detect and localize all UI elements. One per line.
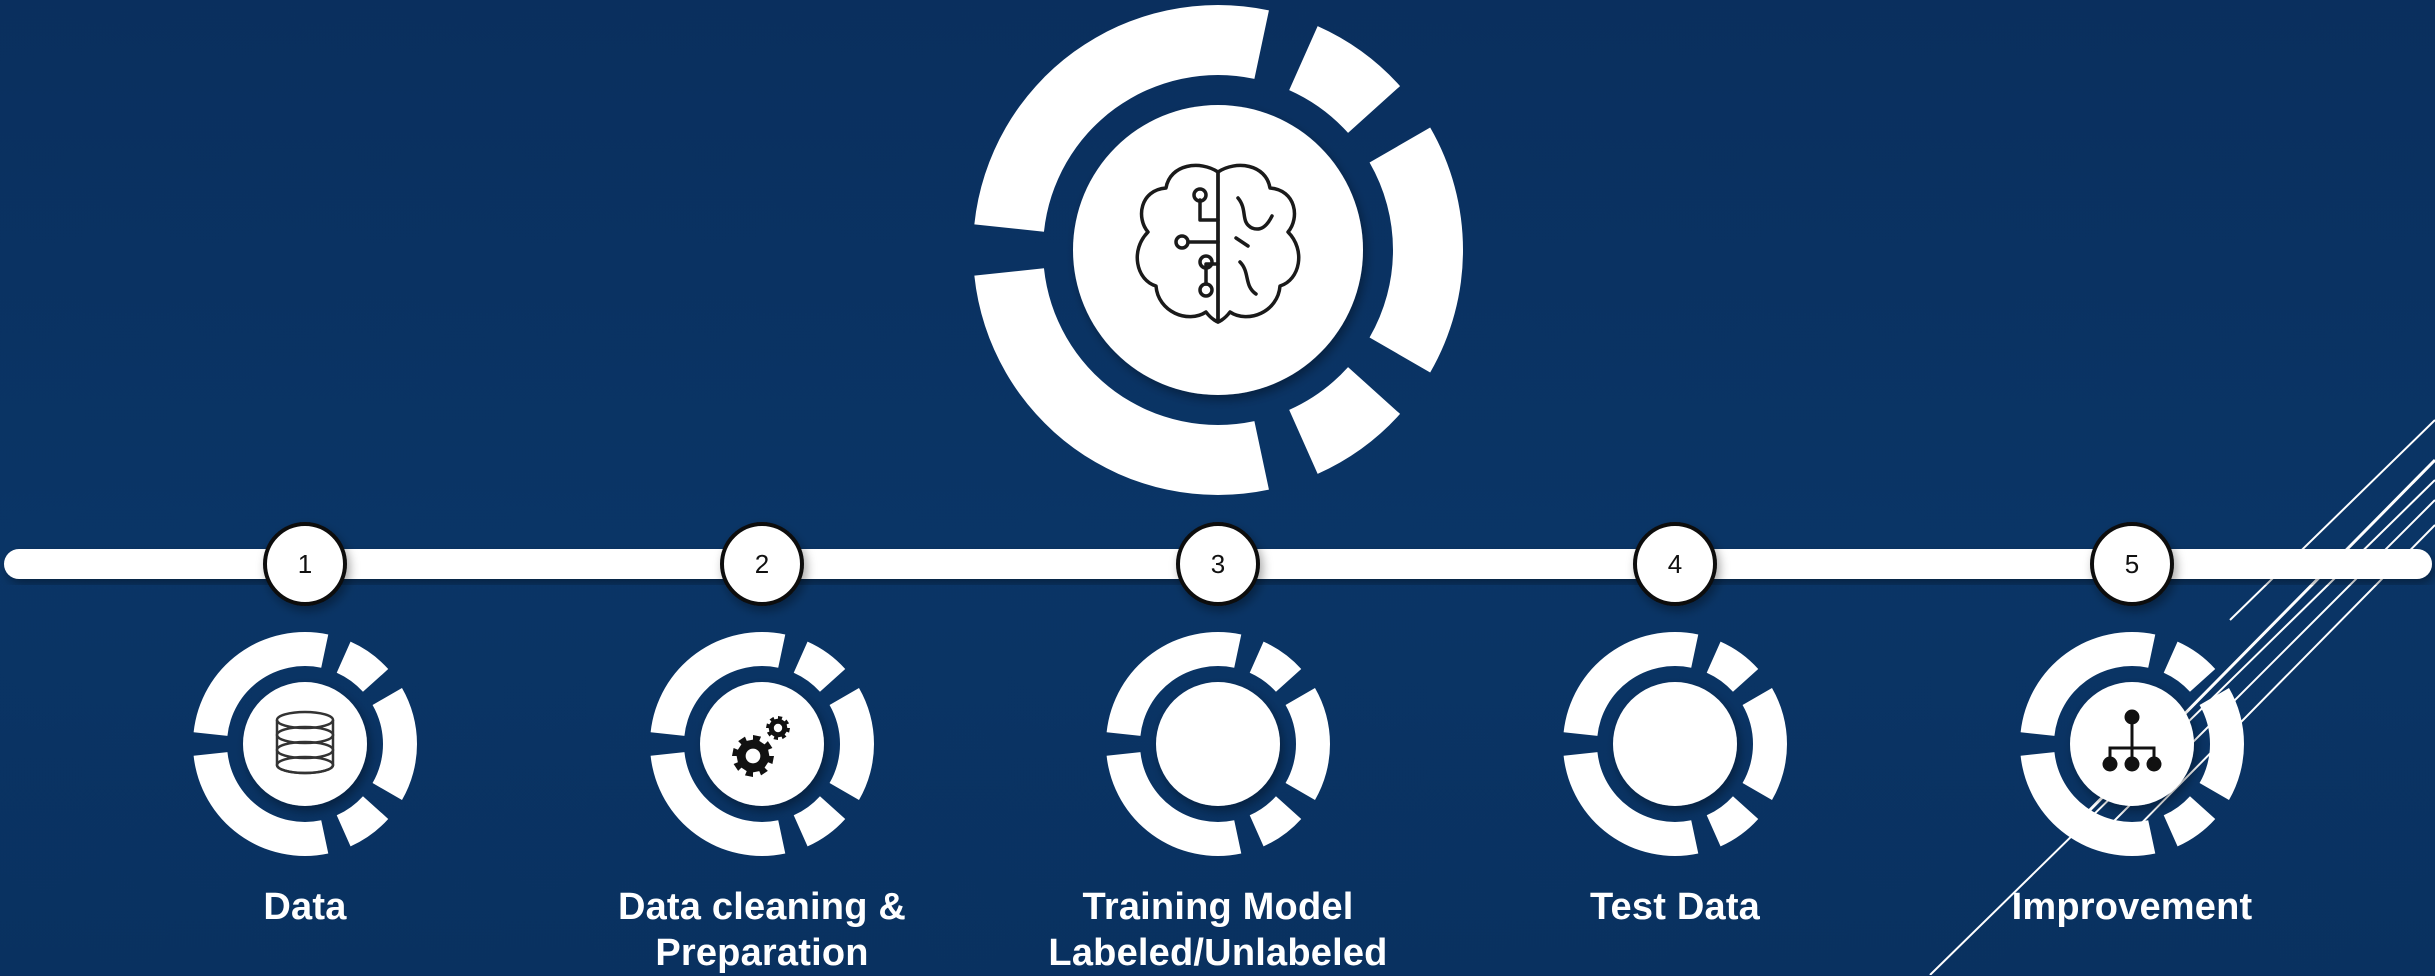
steps: 1 2 3 4 5 <box>193 522 2244 857</box>
step-4: 4 <box>1563 522 1788 857</box>
ring-segment <box>1289 367 1401 474</box>
ring-segment <box>650 752 786 856</box>
step-2: 2 <box>650 522 874 856</box>
ring-segment <box>1106 632 1242 736</box>
step-label-line: Improvement <box>2011 886 2253 928</box>
ring-segment <box>193 752 329 857</box>
step-number: 5 <box>2125 549 2139 579</box>
step-label: Data <box>95 884 515 930</box>
step-label-line: Training Model <box>1082 886 1354 928</box>
step-number-badge <box>263 522 347 606</box>
ring-segment <box>1369 127 1463 373</box>
step-3: 3 <box>1106 522 1330 857</box>
step-number-badge <box>1176 522 1260 606</box>
step-number-badge <box>1633 522 1717 606</box>
hierarchy-icon <box>2102 709 2162 772</box>
step-number-badge <box>2090 522 2174 606</box>
ring-segment <box>2163 796 2216 847</box>
step-1: 1 <box>193 522 417 857</box>
database-icon <box>275 710 335 775</box>
ring-segment <box>974 268 1269 495</box>
ring-segment <box>829 688 874 800</box>
ring-segment <box>2020 632 2156 736</box>
step-number: 2 <box>755 549 769 579</box>
step-5: 5 <box>2020 522 2244 857</box>
ring-segment <box>793 796 846 847</box>
ring-segment <box>1706 641 1759 692</box>
step-label-line: Preparation <box>655 932 869 974</box>
ring-segment <box>1106 752 1242 857</box>
ring-segment <box>2020 752 2156 857</box>
ring-segment <box>793 641 846 692</box>
step-number: 4 <box>1668 549 1682 579</box>
step-disc <box>1156 682 1280 806</box>
step-label-line: Labeled/Unlabeled <box>1048 932 1388 974</box>
step-number: 1 <box>298 549 312 579</box>
step-disc <box>1613 682 1737 806</box>
step-label-line: Test Data <box>1589 886 1761 928</box>
ring-segment <box>1249 641 1302 692</box>
step-label-line: Data cleaning & <box>617 886 907 928</box>
step-number-badge <box>720 522 804 606</box>
step-number: 3 <box>1211 549 1225 579</box>
ring-segment <box>1285 688 1330 800</box>
ring-segment <box>1289 26 1401 133</box>
step-label: Improvement <box>1922 884 2342 930</box>
ring-segment <box>1706 796 1759 847</box>
ring-segment <box>650 632 786 736</box>
step-label-line: Data <box>263 886 347 928</box>
ring-segment <box>1249 796 1302 847</box>
step-label: Data cleaning &Preparation <box>552 884 972 976</box>
ring-segment <box>193 632 329 736</box>
ring-segment <box>336 796 389 847</box>
ring-segment <box>2199 688 2244 800</box>
ring-segment <box>2163 641 2216 692</box>
ring-segment <box>1563 752 1699 857</box>
ring-segment <box>336 641 389 692</box>
ring-segment <box>1563 632 1699 736</box>
ring-segment <box>1742 688 1788 800</box>
gears-icon <box>732 716 790 777</box>
ring-segment <box>974 5 1269 232</box>
center-hub <box>974 5 1463 495</box>
ring-segment <box>372 688 417 800</box>
step-label: Test Data <box>1465 884 1885 930</box>
brain-circuit-icon <box>1135 163 1301 324</box>
